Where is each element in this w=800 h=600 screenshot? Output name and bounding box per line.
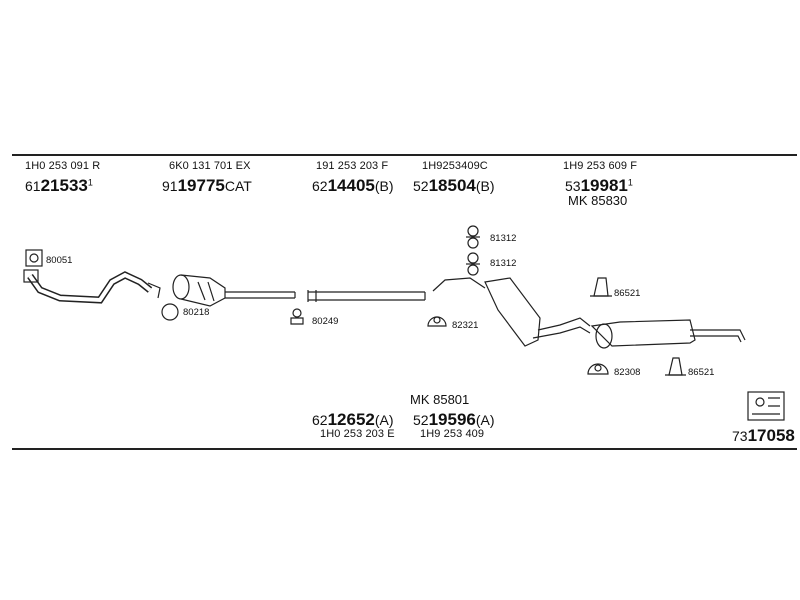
bottom-oe-2: 1H9 253 409	[420, 428, 485, 440]
ring-80218-icon	[161, 303, 179, 321]
bottom-part-1[interactable]: 6212652(A)	[312, 410, 394, 430]
tag-80249[interactable]: 80249	[312, 316, 339, 327]
hanger-81312-bottom-icon	[466, 252, 480, 276]
part-number: 21533	[40, 176, 88, 195]
catalytic-converter-icon	[172, 274, 296, 307]
top-oe-4: 1H9253409C	[422, 160, 488, 172]
part-prefix: 62	[312, 412, 328, 428]
part-number: 12652	[327, 410, 375, 429]
top-part-1[interactable]: 61215331	[25, 176, 93, 196]
tag-86521-bottom[interactable]: 86521	[688, 367, 715, 378]
top-oe-1: 1H0 253 091 R	[25, 160, 101, 172]
clamp-82321-icon	[427, 316, 447, 327]
mount-86521-top-icon	[590, 277, 612, 297]
part-number: 19596	[428, 410, 476, 429]
gasket-80051-icon	[25, 249, 43, 267]
top-part-4[interactable]: 5218504(B)	[413, 176, 495, 196]
part-number: 18504	[428, 176, 476, 195]
part-prefix: 61	[25, 178, 41, 194]
centre-muffler-icon	[432, 277, 591, 347]
top-oe-5: 1H9 253 609 F	[563, 160, 638, 172]
rear-silencer-icon	[590, 319, 746, 349]
part-suffix: (A)	[374, 412, 394, 428]
top-part-5[interactable]: 53199811	[565, 176, 633, 196]
middle-pipe-icon	[307, 290, 426, 302]
part-prefix: 53	[565, 178, 581, 194]
kit-pictogram-icon	[747, 391, 785, 421]
part-prefix: 52	[413, 178, 429, 194]
part-suffix: (B)	[475, 178, 495, 194]
clamp-80249-icon	[290, 308, 304, 325]
front-pipe-icon	[23, 269, 161, 304]
part-suffix: CAT	[224, 178, 252, 194]
bottom-oe-1: 1H0 253 203 E	[320, 428, 395, 440]
tag-81312-bottom[interactable]: 81312	[490, 258, 517, 269]
bottom-part-2[interactable]: 5219596(A)	[413, 410, 495, 430]
tag-80218[interactable]: 80218	[183, 307, 210, 318]
part-suffix: (A)	[475, 412, 495, 428]
part-prefix: 52	[413, 412, 429, 428]
part-number: 19981	[580, 176, 628, 195]
part-prefix: 91	[162, 178, 178, 194]
part-number: 14405	[327, 176, 375, 195]
mount-86521-bottom-icon	[665, 357, 686, 376]
tag-81312-top[interactable]: 81312	[490, 233, 517, 244]
kit-number: 17058	[747, 426, 795, 445]
part-prefix: 62	[312, 178, 328, 194]
part-sup: 1	[627, 177, 633, 188]
top-part-2[interactable]: 9119775CAT	[162, 176, 252, 196]
top-mounting-kit[interactable]: MK 85830	[568, 193, 628, 208]
bottom-mounting-kit[interactable]: MK 85801	[410, 392, 470, 407]
part-sup: 1	[87, 177, 93, 188]
kit-prefix: 73	[732, 428, 748, 444]
bottom-divider	[12, 448, 797, 450]
hanger-81312-top-icon	[466, 225, 480, 249]
complete-kit-number[interactable]: 7317058	[732, 426, 795, 446]
part-number: 19775	[177, 176, 225, 195]
clamp-82308-icon	[587, 363, 609, 375]
top-part-3[interactable]: 6214405(B)	[312, 176, 394, 196]
top-oe-3: 191 253 203 F	[316, 160, 389, 172]
tag-80051[interactable]: 80051	[46, 255, 73, 266]
tag-86521-top[interactable]: 86521	[614, 288, 641, 299]
top-oe-2: 6K0 131 701 EX	[169, 160, 251, 172]
part-suffix: (B)	[374, 178, 394, 194]
tag-82308[interactable]: 82308	[614, 367, 641, 378]
top-divider	[12, 154, 797, 156]
tag-82321[interactable]: 82321	[452, 320, 479, 331]
